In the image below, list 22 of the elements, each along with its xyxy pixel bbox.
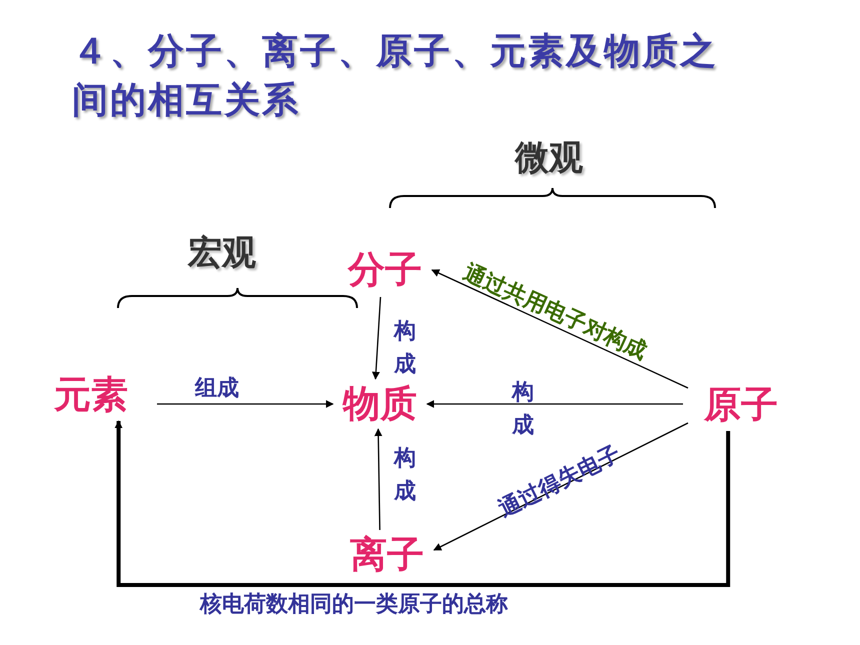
edge-label: 通过得失电子 [495, 441, 625, 524]
arrow [431, 269, 688, 389]
edge-label: 核电荷数相同的一类原子的总称 [200, 592, 508, 618]
concept-label: 原子 [704, 382, 778, 428]
edge-label: 构成 [394, 445, 416, 506]
arrow [433, 422, 688, 551]
arrow [374, 428, 382, 530]
arrow [426, 400, 683, 408]
arrow [114, 420, 730, 587]
edge-label: 通过共用电子对构成 [459, 260, 650, 366]
side-label: 微观 [515, 137, 583, 180]
concept-label: 物质 [343, 381, 417, 427]
edge-label: 构成 [394, 318, 416, 379]
edge-label: 组成 [195, 376, 239, 402]
concept-label: 元素 [54, 372, 128, 418]
arrow [157, 400, 334, 408]
title: ４、分子、离子、原子、元素及物质之间的相互关系 [72, 30, 719, 123]
concept-label: 离子 [350, 532, 424, 578]
edge-label: 构成 [512, 379, 534, 440]
arrow [372, 296, 382, 380]
concept-label: 分子 [348, 247, 422, 293]
side-label: 宏观 [188, 232, 256, 275]
